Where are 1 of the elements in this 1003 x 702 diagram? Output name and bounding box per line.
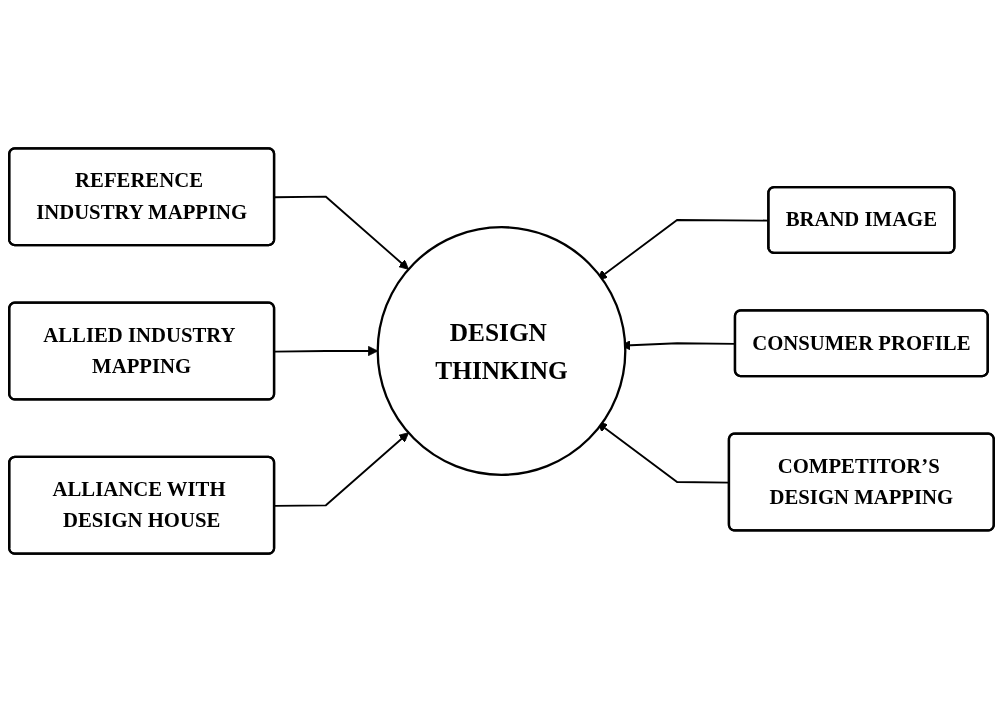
node-circle: DESIGN THINKING [376, 226, 627, 476]
